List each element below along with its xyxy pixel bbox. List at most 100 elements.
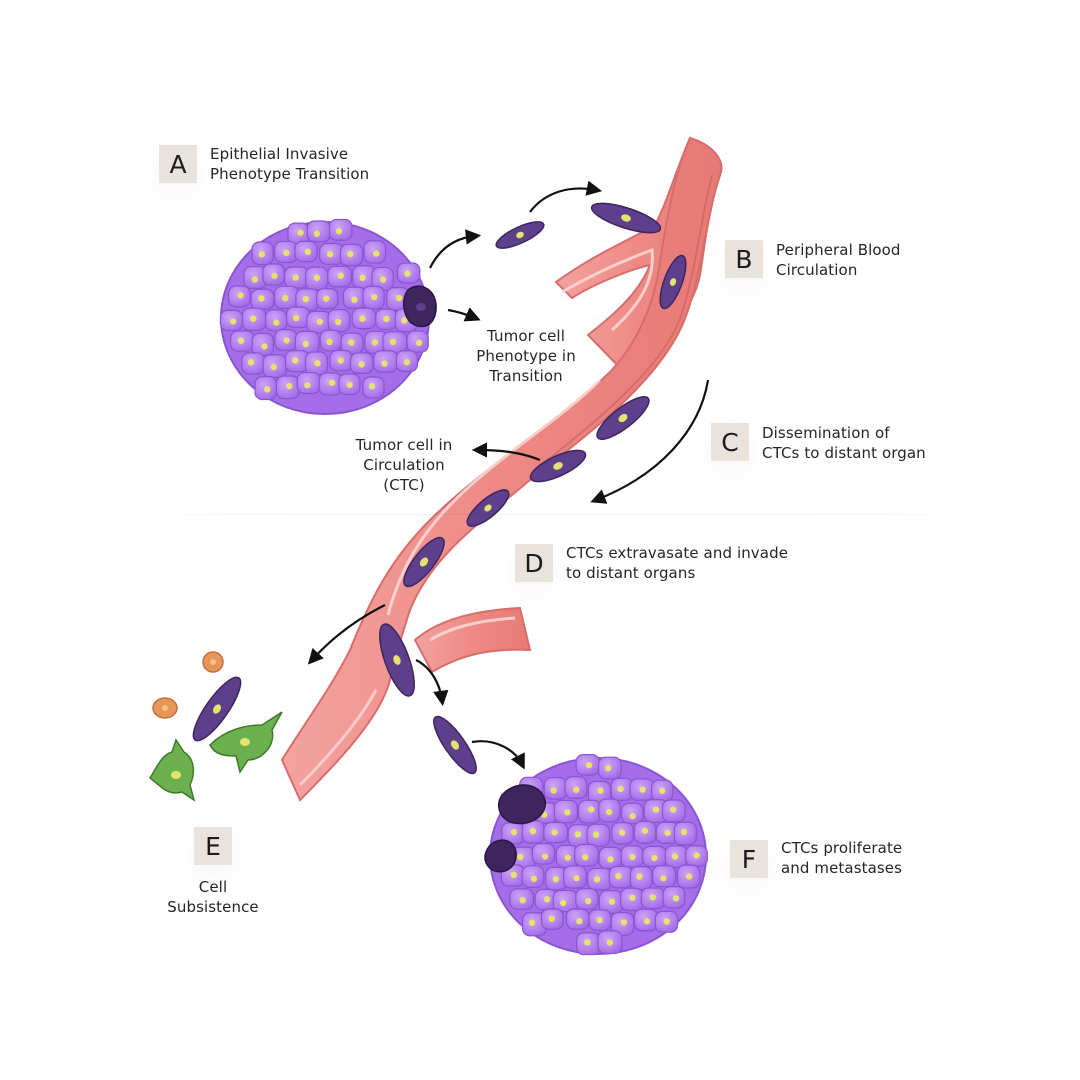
cell-nucleus [680, 828, 688, 836]
cell-nucleus [327, 251, 334, 258]
cell-nucleus [671, 853, 679, 860]
arrow-to-metastasis [471, 740, 525, 770]
cell-nucleus [510, 828, 518, 836]
cell-nucleus [649, 894, 657, 901]
cell-nucleus [574, 831, 582, 838]
cell-nucleus [564, 854, 571, 861]
cell-nucleus [351, 296, 358, 303]
cell-nucleus [582, 854, 589, 861]
cell-nucleus [596, 916, 603, 924]
cell-nucleus [564, 809, 571, 816]
cell-nucleus [608, 898, 616, 905]
arrow-to-blood [429, 229, 482, 269]
cell-nucleus [347, 250, 354, 258]
cell-nucleus [528, 919, 536, 926]
cell-nucleus [283, 337, 290, 344]
cell-nucleus [337, 272, 344, 279]
cell-nucleus [584, 897, 592, 905]
cell-nucleus [576, 917, 583, 925]
step-c-badge: C [711, 423, 749, 461]
cell-nucleus [403, 359, 411, 366]
arrow-extravasate [415, 659, 449, 707]
cell-nucleus [415, 339, 423, 347]
cell-nucleus [368, 383, 376, 390]
cell-nucleus [618, 829, 626, 836]
cell-nucleus [258, 251, 265, 258]
cell-nucleus [617, 785, 624, 793]
arrow-intravasation [529, 180, 603, 213]
cell-nucleus [247, 359, 255, 366]
cell-nucleus [597, 787, 604, 794]
cell-nucleus [371, 293, 378, 301]
cell-nucleus [348, 339, 355, 346]
cell-nucleus [371, 339, 378, 346]
cell-nucleus [559, 899, 567, 907]
cell-nucleus [395, 294, 403, 302]
cell-nucleus [251, 276, 259, 283]
cell-nucleus [283, 249, 290, 257]
arrow-to-subsistence [307, 604, 386, 665]
cell-nucleus [517, 853, 524, 861]
cell-nucleus [607, 856, 614, 863]
circulating-tumor-cells [379, 202, 687, 775]
cell-nucleus [693, 852, 700, 859]
primary-tumor [219, 218, 437, 415]
arrow-to-transition [447, 307, 481, 322]
cell-nucleus [510, 871, 518, 879]
cell-nucleus [258, 295, 265, 302]
cell-nucleus [629, 853, 636, 861]
section-divider [130, 514, 980, 515]
cell-nucleus [641, 827, 649, 835]
step-b-badge: B [725, 240, 763, 278]
cell-nucleus [685, 873, 693, 880]
cell-nucleus [636, 873, 643, 880]
cell-nucleus [605, 808, 613, 816]
cell-nucleus [652, 806, 660, 813]
cell-nucleus [529, 827, 537, 835]
cell-nucleus [297, 229, 304, 236]
cell-nucleus [629, 812, 636, 820]
cell-nucleus [669, 806, 677, 813]
cell-nucleus [229, 318, 237, 325]
cell-nucleus [379, 276, 387, 283]
cell-nucleus [519, 896, 526, 904]
cell-nucleus [335, 228, 343, 235]
cell-nucleus [672, 895, 680, 902]
cell-nucleus [346, 381, 353, 389]
cell-nucleus [282, 294, 289, 302]
cell-nucleus [326, 338, 333, 346]
cell-nucleus [615, 873, 622, 880]
cell-nucleus [286, 382, 293, 390]
cell-nucleus [273, 319, 280, 326]
cell-nucleus [292, 274, 299, 281]
cell-nucleus [389, 338, 397, 346]
cell-nucleus [271, 272, 278, 279]
cell-nucleus [358, 361, 365, 368]
cell-nucleus [659, 787, 666, 795]
stromal-cells [149, 651, 283, 802]
metastatic-tumor [484, 753, 708, 956]
arrow-dissemination [590, 379, 710, 504]
cell-nucleus [620, 919, 628, 926]
cell-nucleus [334, 318, 342, 326]
cell-nucleus [592, 831, 600, 838]
cell-nucleus [304, 381, 311, 389]
cell-nucleus [261, 343, 268, 350]
cell-nucleus [322, 295, 330, 302]
arrow-ctc-label [471, 442, 541, 462]
cell-nucleus [606, 939, 614, 946]
cell-nucleus [604, 764, 612, 772]
process-arrows [307, 180, 710, 770]
step-f-badge: F [730, 840, 768, 878]
cell-nucleus [316, 318, 323, 325]
cell-nucleus [530, 875, 538, 883]
cell-nucleus [313, 230, 321, 237]
cell-nucleus [543, 896, 551, 903]
cell-nucleus [551, 829, 558, 836]
cell-nucleus [383, 315, 390, 323]
